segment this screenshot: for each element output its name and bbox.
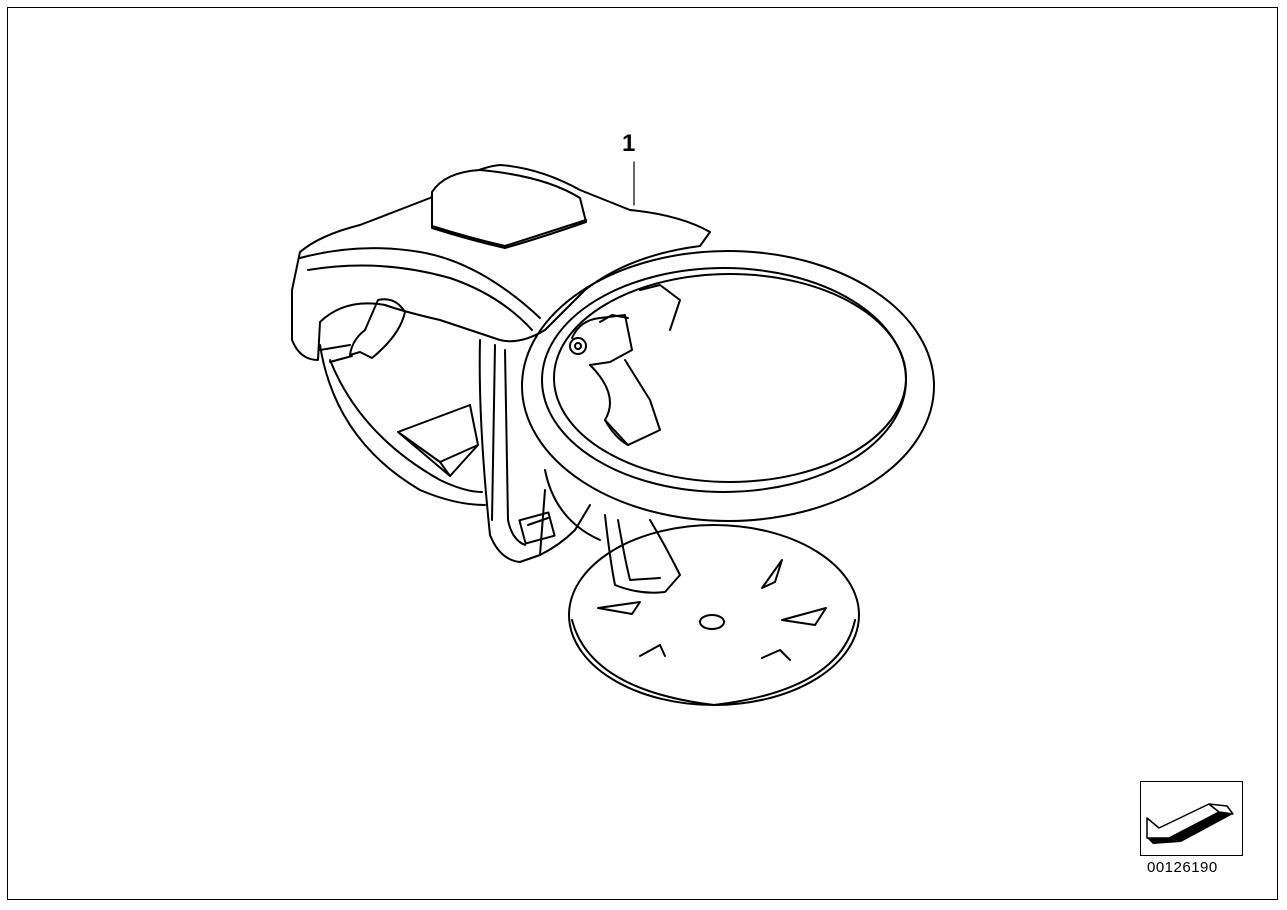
diagram-number: 00126190 (1147, 859, 1218, 876)
callout-part-1: 1 (622, 130, 636, 157)
navigation-button[interactable] (1140, 781, 1243, 856)
arrow-down-left-icon (1146, 803, 1234, 844)
diagram-frame (7, 7, 1278, 900)
